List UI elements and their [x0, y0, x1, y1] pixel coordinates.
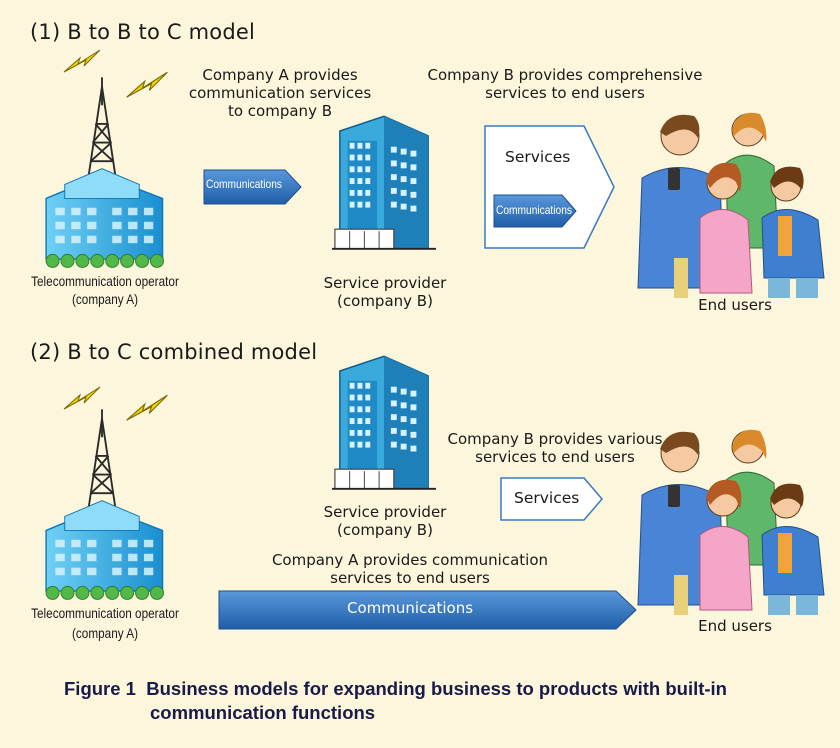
communications-arrow: [218, 590, 637, 630]
services-label: Services: [514, 489, 580, 507]
end-users-illustration: [628, 425, 838, 615]
provider-label-2: (company B): [337, 292, 433, 310]
provider-label-1: Service provider: [323, 274, 447, 292]
b-various-services-note: Company B provides various services to e…: [447, 430, 663, 466]
services-arrow: [484, 125, 615, 249]
operator-label-2: (company A): [71, 625, 139, 641]
services-label: Services: [505, 148, 571, 166]
operator-label-1: Telecommunication operator: [31, 273, 179, 289]
provider-label-1: Service provider: [323, 503, 447, 521]
services-arrow: [500, 477, 603, 521]
a-to-b-note: Company A provides communication service…: [188, 66, 372, 120]
provider-label-2: (company B): [337, 521, 433, 539]
operator-label-2: (company A): [71, 291, 139, 307]
telecom-operator-building: [18, 400, 186, 605]
model2-title: (2) B to C combined model: [30, 340, 318, 364]
inner-communications-label: Communications: [496, 203, 572, 217]
model1-title: (1) B to B to C model: [30, 20, 256, 44]
service-provider-building: [330, 110, 438, 260]
a-to-users-note: Company A provides communication service…: [271, 551, 549, 587]
figure-caption: Figure 1 Business models for expanding b…: [64, 677, 824, 725]
communications-arrow-label: Communications: [206, 177, 282, 191]
communications-arrow-label: Communications: [346, 599, 474, 617]
operator-label-1: Telecommunication operator: [31, 605, 179, 621]
caption-line-2: communication functions: [150, 702, 376, 723]
service-provider-building: [330, 350, 438, 500]
caption-line-1: Figure 1 Business models for expanding b…: [64, 678, 727, 699]
end-users-label: End users: [698, 617, 772, 635]
telecom-operator-building: [18, 68, 186, 273]
end-users-illustration: [628, 108, 838, 298]
b-to-users-note: Company B provides comprehensive service…: [427, 66, 703, 102]
communications-arrow: [203, 169, 302, 205]
end-users-label: End users: [698, 296, 772, 314]
